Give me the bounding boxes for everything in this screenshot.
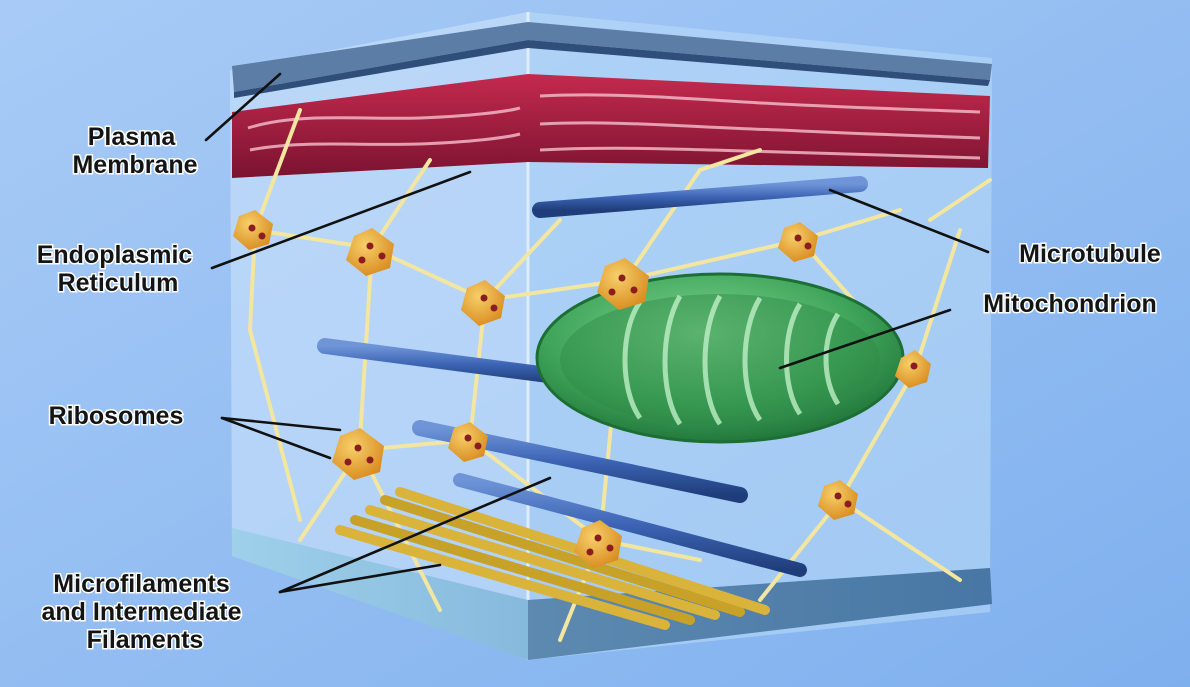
filaments-label-line-1: Microfilaments (53, 570, 229, 598)
mitochondrion (537, 274, 903, 442)
plasma-membrane-label: Plasma Membrane (72, 123, 197, 179)
mitochondrion-label: Mitochondrion (983, 290, 1157, 318)
plasma-membrane-label-line-2: Membrane (72, 151, 197, 179)
plasma-membrane-label-line-1: Plasma (88, 123, 177, 151)
endoplasmic-reticulum-label-line-1: Endoplasmic (37, 241, 193, 269)
endoplasmic-reticulum-label: Endoplasmic Reticulum (37, 241, 200, 297)
ribosomes-label: Ribosomes (49, 402, 184, 430)
filaments-label-line-3: Filaments (87, 626, 204, 654)
endoplasmic-reticulum-label-line-2: Reticulum (58, 269, 179, 297)
filaments-label-line-2: and Intermediate (41, 598, 241, 626)
microtubule-label: Microtubule (1019, 240, 1161, 268)
